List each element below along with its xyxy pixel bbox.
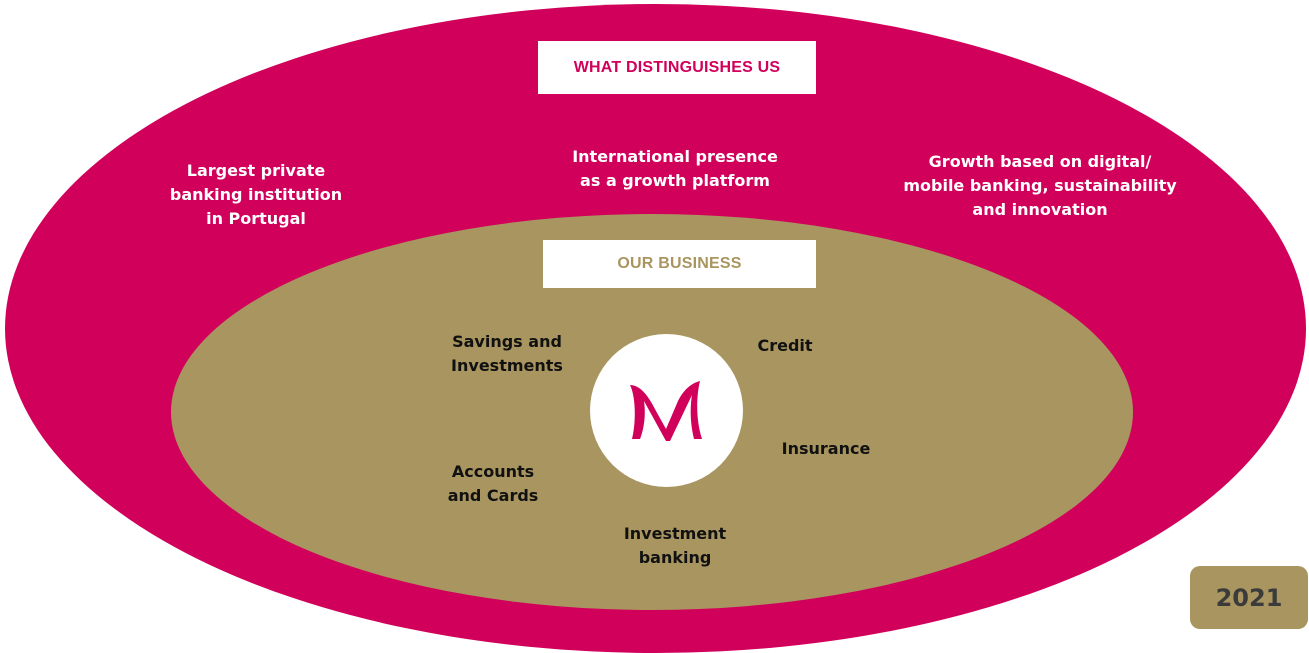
business-accounts-cards: Accounts and Cards [447,462,539,505]
business-title-box: OUR BUSINESS [543,240,816,288]
business-investment-banking: Investment banking [623,524,727,567]
business-title: OUR BUSINESS [617,255,742,272]
millennium-m-logo-icon [629,380,702,441]
logo-circle [590,334,743,487]
year-label: 2021 [1215,583,1283,612]
distinguisher-digital-growth: Growth based on digital/ mobile banking,… [903,152,1177,219]
distinguishes-title-box: WHAT DISTINGUISHES US [538,41,816,94]
m-letter-shape [629,380,702,441]
distinguisher-largest-private-bank: Largest private banking institution in P… [169,161,343,228]
business-credit: Credit [757,336,813,355]
distinguisher-international-presence: International presence as a growth platf… [572,147,778,190]
distinguishes-title: WHAT DISTINGUISHES US [573,58,781,76]
year-badge: 2021 [1190,566,1308,629]
business-savings-investments: Savings and Investments [451,332,563,375]
business-insurance: Insurance [781,439,871,458]
